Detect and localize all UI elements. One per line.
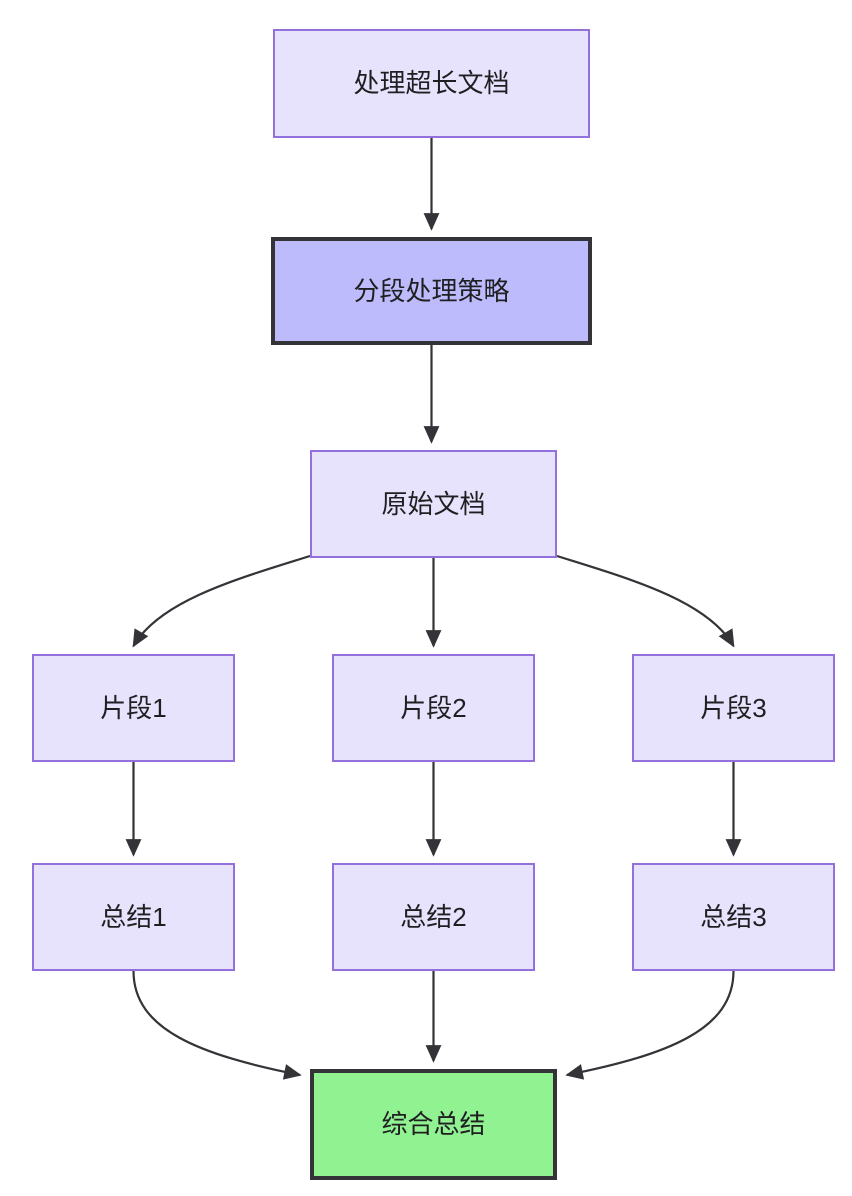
node-label: 综合总结	[381, 1109, 486, 1140]
node-chunk3[interactable]: 片段3	[632, 654, 835, 762]
node-chunk1[interactable]: 片段1	[32, 654, 235, 762]
edge-sum1-to-final	[132, 970, 302, 1080]
node-root[interactable]: 处理超长文档	[273, 29, 590, 138]
node-sum2[interactable]: 总结2	[332, 863, 535, 971]
node-label: 原始文档	[381, 488, 486, 519]
node-chunk2[interactable]: 片段2	[332, 654, 535, 762]
edge-doc-to-chunk3	[556, 554, 735, 648]
node-doc[interactable]: 原始文档	[310, 450, 557, 558]
node-strat[interactable]: 分段处理策略	[271, 237, 592, 345]
node-label: 处理超长文档	[353, 68, 510, 99]
node-label: 总结1	[100, 901, 167, 932]
node-label: 总结3	[700, 901, 767, 932]
edge-doc-to-chunk1	[132, 554, 311, 648]
node-label: 片段3	[700, 692, 767, 723]
edge-sum3-to-final	[565, 970, 735, 1080]
node-sum1[interactable]: 总结1	[32, 863, 235, 971]
node-final[interactable]: 综合总结	[310, 1069, 557, 1180]
node-label: 总结2	[400, 901, 467, 932]
node-label: 片段2	[400, 692, 467, 723]
node-label: 片段1	[100, 692, 167, 723]
node-sum3[interactable]: 总结3	[632, 863, 835, 971]
node-label: 分段处理策略	[353, 275, 510, 306]
